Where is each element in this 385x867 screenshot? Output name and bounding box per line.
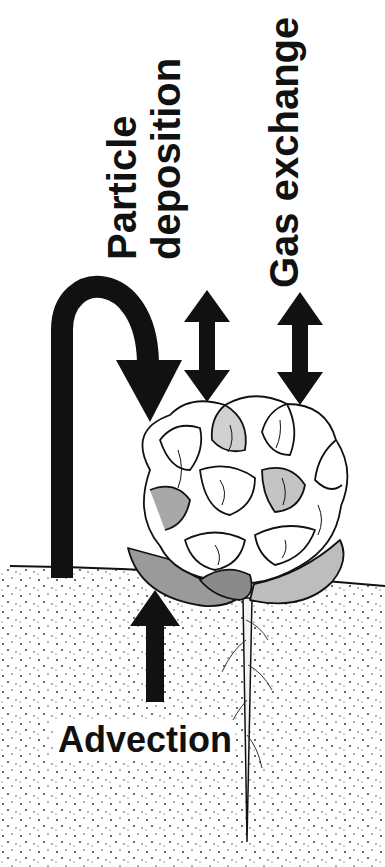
leaf [262,404,294,455]
leaf [150,487,190,530]
soil-region [0,567,385,867]
leaf [262,468,305,512]
advection-arrow [130,590,180,702]
fine-root [246,620,268,640]
double-arrow [277,292,323,405]
leaf [315,440,342,489]
double-arrow [184,290,230,402]
tap-root [243,598,252,842]
process-label: Advection [55,720,235,760]
lettuce [128,396,347,606]
leaf [160,426,201,470]
leaf [212,405,246,451]
leaf [200,570,252,600]
label-wrapper: Particle deposition [100,40,188,260]
label-wrapper: Advection [55,720,245,760]
leaf [200,466,255,515]
curved-arrow [62,287,148,578]
label-wrapper: Gas exchange [262,8,306,288]
fine-root [222,640,246,672]
fine-root [247,735,262,768]
leaf [255,526,315,565]
process-label: Gas exchange [262,8,306,288]
lettuce-head [142,396,347,583]
process-label: Particle deposition [100,40,188,260]
leaf-veins [178,420,322,565]
leaf [185,533,245,571]
fine-root [248,665,272,690]
